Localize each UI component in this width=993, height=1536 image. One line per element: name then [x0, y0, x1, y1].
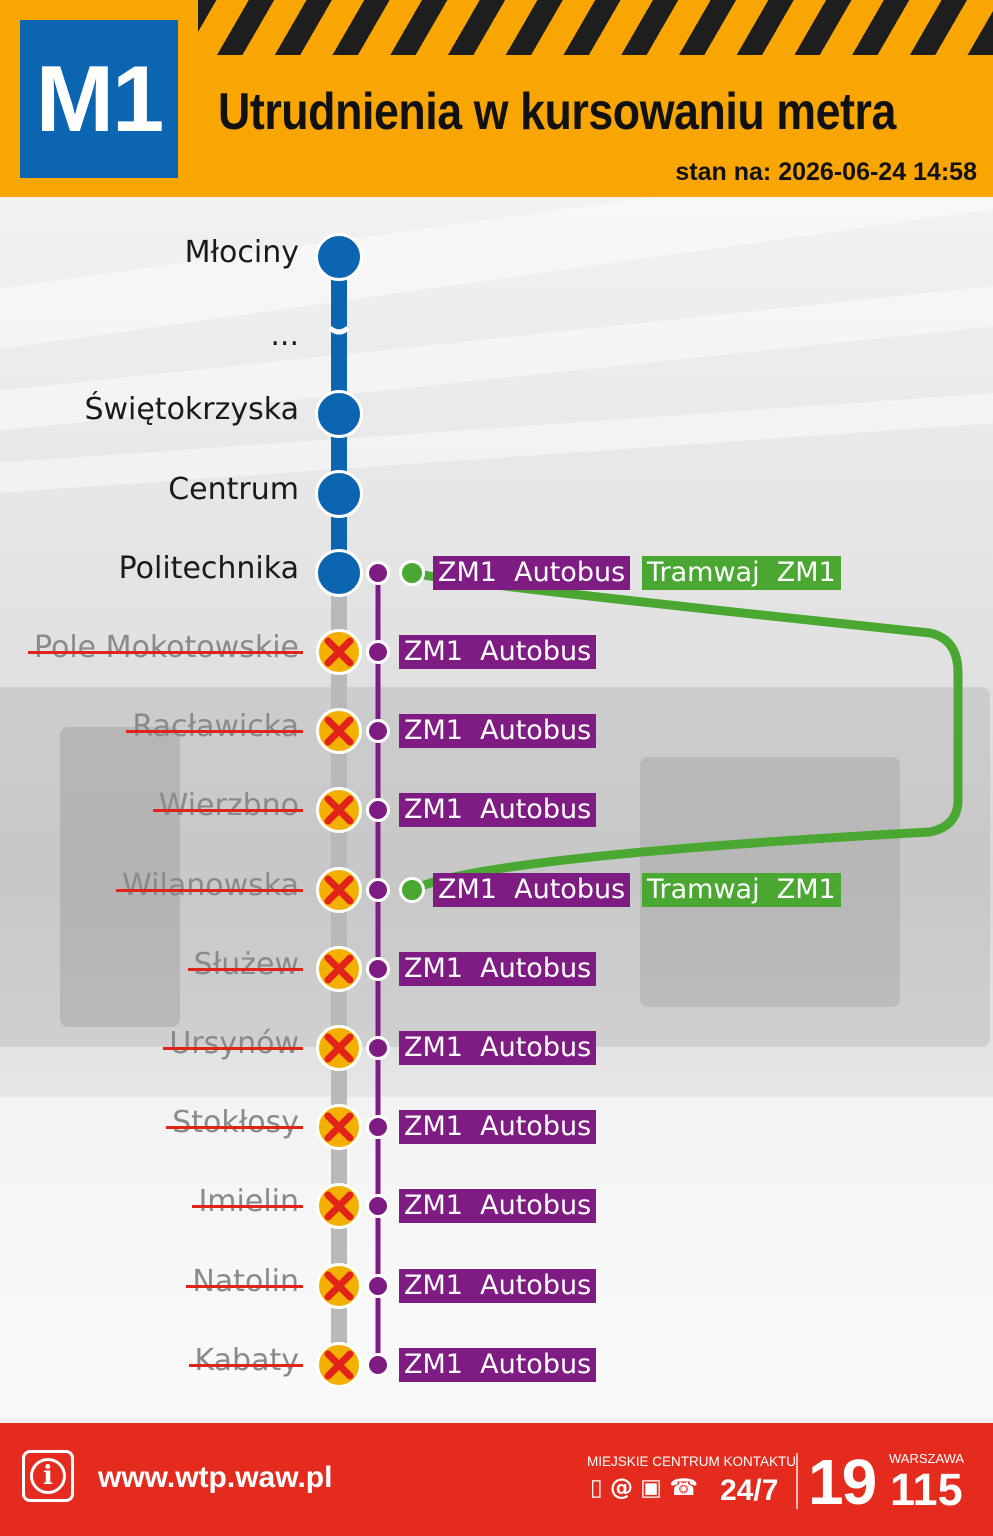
station-name-closed: Wierzbno [158, 788, 299, 823]
bus-stop-dot [366, 561, 390, 585]
bus-replacement-tag: ZM1 Autobus [399, 1110, 597, 1144]
station-closed-dot [316, 629, 362, 675]
station-name-closed: Ursynów [169, 1026, 299, 1061]
bus-replacement-tag: ZM1 Autobus [399, 714, 597, 748]
strike-through [28, 651, 303, 654]
strike-through [166, 1126, 303, 1129]
station-ellipsis: ... [270, 318, 299, 353]
line-badge: M1 [20, 20, 178, 178]
station-name: Młociny [184, 235, 299, 270]
strike-through [188, 968, 303, 971]
strike-through [116, 889, 303, 892]
station-closed-dot [316, 867, 362, 913]
bus-stop-dot [366, 640, 390, 664]
bus-replacement-tag: ZM1 Autobus [399, 635, 597, 669]
tram-stop-dot [399, 560, 425, 586]
tram-replacement-tag: Tramwaj ZM1 [642, 873, 841, 907]
mobile-icon: ▯ [590, 1475, 603, 1501]
closed-x-icon [324, 1271, 354, 1301]
bus-stop-dot [366, 1036, 390, 1060]
bus-stop-dot [366, 1353, 390, 1377]
bus-stop-dot [366, 878, 390, 902]
closed-x-icon [324, 716, 354, 746]
closed-x-icon [324, 795, 354, 825]
closed-x-icon [324, 637, 354, 667]
status-label: stan na: [675, 158, 772, 186]
footer-divider [796, 1453, 798, 1509]
station-closed-dot [316, 1104, 362, 1150]
station-closed-dot [316, 787, 362, 833]
bus-stop-dot [366, 1115, 390, 1139]
strike-through [192, 1205, 303, 1208]
station-name: Centrum [168, 472, 299, 507]
bus-stop-dot [366, 1274, 390, 1298]
bus-replacement-tag: ZM1 Autobus [399, 952, 597, 986]
station-name: Świętokrzyska [84, 392, 299, 427]
closed-x-icon [324, 954, 354, 984]
bus-replacement-tag: ZM1 Autobus [399, 793, 597, 827]
info-icon[interactable]: i [22, 1450, 74, 1502]
station-name-closed: Racławicka [132, 709, 299, 744]
station-dot-open [315, 549, 363, 597]
station-name-closed: Natolin [192, 1264, 299, 1299]
status-timestamp: stan na: 2026-06-24 14:58 [675, 158, 977, 187]
status-time: 2026-06-24 14:58 [778, 158, 977, 186]
station-dot-open [315, 390, 363, 438]
hazard-stripes [198, 0, 993, 55]
station-closed-dot [316, 1183, 362, 1229]
footer-bar: i www.wtp.waw.pl MIEJSKIE CENTRUM KONTAK… [0, 1423, 993, 1536]
computer-icon: ▣ [640, 1475, 663, 1501]
bus-replacement-tag: ZM1 Autobus [399, 1269, 597, 1303]
station-closed-dot [316, 1263, 362, 1309]
closed-x-icon [324, 1033, 354, 1063]
line-break-mark [328, 326, 350, 335]
page-title: Utrudnienia w kursowaniu metra [218, 83, 896, 141]
station-name-closed: Stokłosy [172, 1105, 299, 1140]
phone-number-suffix[interactable]: 115 [890, 1464, 963, 1515]
bus-replacement-tag: ZM1 Autobus [433, 873, 631, 907]
contact-center-label: MIEJSKIE CENTRUM KONTAKTU [587, 1454, 797, 1469]
contact-icons: ▯ @ ▣ ☎ [590, 1475, 698, 1501]
closed-x-icon [324, 1350, 354, 1380]
station-closed-dot [316, 1025, 362, 1071]
bus-replacement-tag: ZM1 Autobus [399, 1031, 597, 1065]
station-closed-dot [316, 946, 362, 992]
bus-stop-dot [366, 719, 390, 743]
station-closed-dot [316, 708, 362, 754]
bus-stop-dot [366, 957, 390, 981]
phone-number-main[interactable]: 19 [808, 1446, 877, 1518]
tram-route-line [407, 568, 963, 895]
closed-x-icon [324, 875, 354, 905]
strike-through [186, 1285, 303, 1288]
station-name-closed: Pole Mokotowskie [33, 630, 299, 665]
strike-through [163, 1047, 303, 1050]
website-link[interactable]: www.wtp.waw.pl [98, 1461, 333, 1494]
station-name: Politechnika [118, 551, 299, 586]
contact-hours: 24/7 [720, 1474, 779, 1507]
tram-stop-dot [399, 877, 425, 903]
station-name-closed: Wilanowska [122, 868, 299, 903]
station-closed-dot [316, 1342, 362, 1388]
tram-replacement-tag: Tramwaj ZM1 [642, 556, 841, 590]
strike-through [153, 809, 303, 812]
bus-replacement-tag: ZM1 Autobus [433, 556, 631, 590]
station-dot-open [315, 470, 363, 518]
station-name-closed: Kabaty [194, 1343, 299, 1378]
bus-replacement-tag: ZM1 Autobus [399, 1189, 597, 1223]
strike-through [189, 1364, 303, 1367]
phone-icon: ☎ [669, 1475, 698, 1501]
closed-x-icon [324, 1191, 354, 1221]
bus-replacement-tag: ZM1 Autobus [399, 1348, 597, 1382]
bus-stop-dot [366, 798, 390, 822]
station-name-closed: Imielin [198, 1184, 299, 1219]
at-icon: @ [609, 1475, 633, 1501]
closed-x-icon [324, 1112, 354, 1142]
city-label: WARSZAWA [889, 1451, 965, 1466]
header-bar: M1 Utrudnienia w kursowaniu metra stan n… [0, 0, 993, 197]
bus-stop-dot [366, 1194, 390, 1218]
station-name-closed: Służew [193, 947, 299, 982]
strike-through [126, 730, 303, 733]
station-dot-open [315, 233, 363, 281]
